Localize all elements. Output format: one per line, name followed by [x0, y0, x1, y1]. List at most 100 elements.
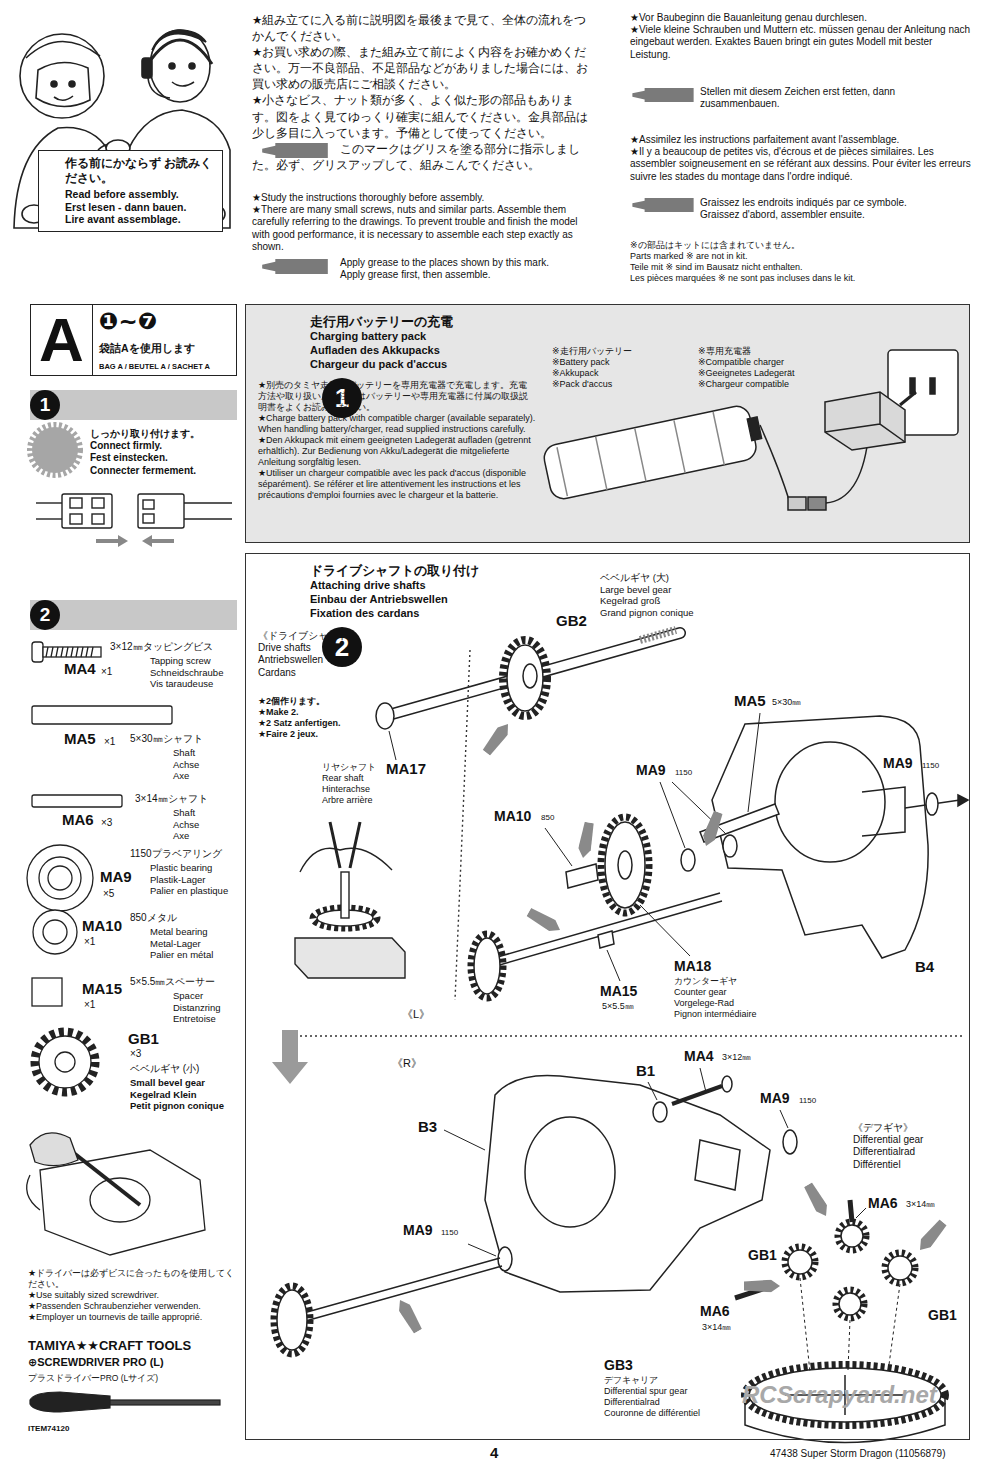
node-text: Erst lesen - dann bauen.	[65, 201, 216, 214]
parts-figures	[48, 866, 72, 890]
part-code: GB2	[556, 612, 596, 630]
part-code-group: MA9	[883, 755, 923, 772]
part-code: GB3	[604, 1357, 644, 1374]
label-text: 47438 Super Storm Dragon (11056879)	[770, 1448, 990, 1460]
part-code: MA5	[64, 730, 104, 748]
parts-figures	[43, 647, 101, 657]
label-text: ★Assimilez les instructions parfaitement…	[630, 134, 975, 146]
parts-figures	[27, 845, 93, 911]
label-text: Plastik-Lager	[150, 874, 245, 886]
illustration	[262, 259, 328, 274]
label-group: 1150	[441, 1228, 471, 1238]
illustration	[526, 907, 563, 936]
mascot-figures	[26, 41, 100, 58]
gearbox-left	[601, 817, 649, 913]
label-group: 5×5.5㎜	[602, 1001, 662, 1012]
label-group: ×3	[101, 817, 125, 829]
node-text: A	[31, 305, 93, 375]
part-code-group: ITEM74120	[28, 1424, 118, 1434]
screwdriver-sketch	[90, 1178, 150, 1222]
label-group: リヤシャフトRear shaftHinterachseArbre arrière	[322, 762, 392, 806]
battery-figure	[747, 417, 761, 441]
label-group: ベベルギヤ (小)	[130, 1063, 240, 1075]
label-text: 3×12㎜	[722, 1052, 782, 1063]
label-text: Les pièces marquées ※ ne sont pas inclus…	[630, 273, 975, 284]
label-group: ★組み立てに入る前に説明図を最後まで見て、全体の流れをつかんでください。★お買い…	[252, 12, 597, 141]
label-text: Axe	[173, 830, 233, 842]
screwdriver-sketch	[70, 1150, 140, 1205]
part-code: Connect firmly.	[90, 440, 240, 452]
label-text: 《ドライブシャフト》	[258, 630, 408, 642]
label-text: ★There are many small screws, nuts and s…	[252, 204, 597, 253]
part-code: MA9	[636, 762, 676, 779]
part-code-group: MA17	[386, 760, 436, 778]
label-text: ※の部品はキットには含まれていません。	[630, 240, 975, 251]
part-code: MA10	[494, 808, 544, 825]
gearbox-right	[780, 1110, 788, 1128]
part-code: しっかり取り付けます。	[90, 428, 240, 440]
label-text: ★お買い求めの際、また組み立て前によく内容をお確かめください。万一不良部品、不足…	[252, 44, 597, 92]
mascot-figures	[142, 58, 152, 78]
label-text: Stellen mit diesem Zeichen erst fetten, …	[700, 86, 975, 110]
label-text: Palier en métal	[150, 949, 245, 961]
label-group: 850	[541, 813, 571, 823]
part-code-group: MA9	[100, 868, 140, 886]
part-code: MA9	[760, 1090, 800, 1107]
part-code: MA9	[883, 755, 923, 772]
node-text: Lire avant assemblage.	[65, 213, 216, 226]
label-group: 3×12㎜	[722, 1052, 782, 1063]
label-text: Plastic bearing	[150, 862, 245, 874]
label-text: リヤシャフト	[322, 762, 392, 773]
label-text: ×3	[101, 817, 125, 829]
connector-figure	[118, 535, 128, 547]
part-code: ★Make 2.	[258, 707, 378, 718]
label-group: このマークはグリスを塗る部分に指示しました。必ず、グリスアップして、組みこんでく…	[252, 141, 597, 173]
label-group: 1150	[799, 1096, 829, 1106]
label-group: ShaftAchseAxe	[173, 747, 233, 782]
illustration	[632, 198, 693, 212]
label-text: ×1	[84, 936, 108, 948]
part-code: MA17	[386, 760, 436, 778]
charger-figure	[900, 392, 916, 405]
label-text: 3×14㎜	[906, 1199, 961, 1210]
mascot-figures	[36, 62, 90, 106]
drive-shaft-figure	[389, 731, 396, 760]
mascot-figures	[148, 40, 212, 64]
label-text: Shaft	[173, 807, 233, 819]
part-code-group: TAMIYA★★CRAFT TOOLS	[28, 1338, 240, 1354]
label-text: Apply grease first, then assemble.	[340, 269, 600, 281]
part-code-group: ★2個作ります。★Make 2.★2 Satz anfertigen.★Fair…	[258, 696, 378, 740]
label-text: 850メタル	[130, 912, 240, 924]
label-text: ×1	[104, 736, 128, 748]
differential-figure	[788, 1250, 812, 1274]
label-text: 1150	[675, 768, 705, 778]
label-text: Hinterachse	[322, 784, 392, 795]
part-code: ITEM74120	[28, 1424, 118, 1434]
part-code: MA9	[403, 1222, 443, 1239]
panel-ground	[245, 304, 970, 543]
part-code-group: MA4	[64, 660, 104, 678]
part-code-group: MA5	[64, 730, 104, 748]
gearbox-right	[468, 1244, 496, 1256]
connect-firmly-mark	[30, 425, 80, 475]
part-code-group: MA15	[82, 980, 127, 998]
bag-box: A❶~❼袋詰Aを使用しますBAG A / BEUTEL A / SACHET A	[30, 304, 237, 376]
gearbox-left	[712, 716, 928, 958]
label-text: 1150プラベアリング	[130, 848, 245, 860]
label-text: Couronne de différentiel	[604, 1408, 739, 1419]
label-group: ※走行用バッテリー※Battery pack※Akkupack※Pack d'a…	[552, 346, 692, 390]
part-code-group: GB1	[748, 1247, 788, 1264]
label-text: 850	[541, 813, 571, 823]
part-code-group: MA5	[734, 692, 774, 710]
differential-figure	[885, 1253, 915, 1283]
label-text: Metal-Lager	[150, 938, 245, 950]
label-group: 《L》	[402, 1008, 442, 1021]
connector-figure	[152, 539, 174, 543]
node-text: Aufladen des Akkupacks	[310, 344, 969, 358]
gearbox-left	[862, 787, 905, 836]
node-text: Charging battery pack	[310, 330, 969, 344]
battery-figure	[826, 440, 868, 503]
parts-figures	[32, 795, 122, 807]
gearbox-left	[598, 931, 614, 948]
label-group: ★ドライバーは必ずビスに合ったものを使用してください。★Use suitably…	[28, 1268, 240, 1323]
